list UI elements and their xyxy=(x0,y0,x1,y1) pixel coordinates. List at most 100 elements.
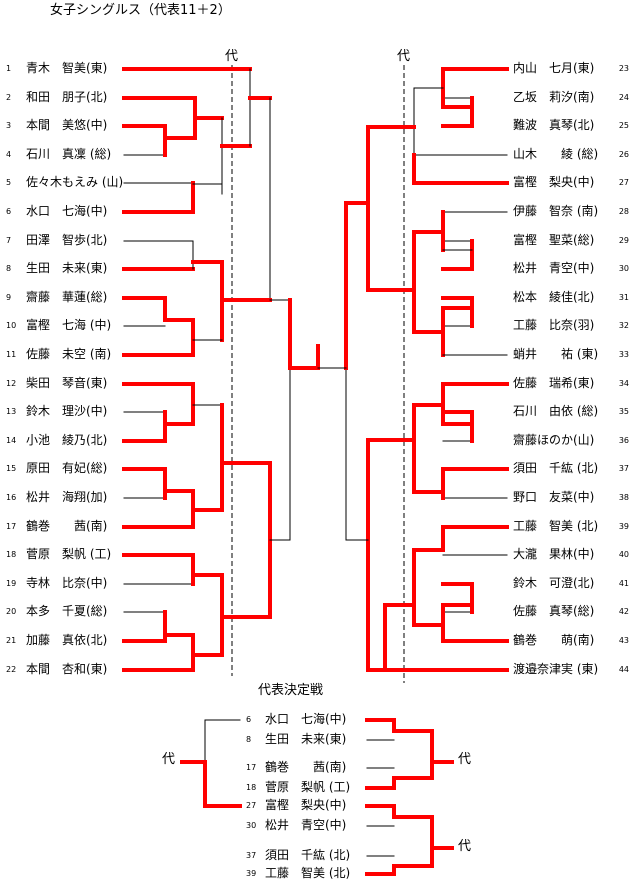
player-name: 齋藤 華蓮(総) xyxy=(26,289,108,304)
playoff-rep-label-3: 代 xyxy=(458,839,472,854)
player-name: 松本 綾佳(北) xyxy=(513,289,595,304)
player-name: 菅原 梨帆 (工) xyxy=(265,780,351,794)
seed-number: 38 xyxy=(618,493,629,502)
seed-number: 27 xyxy=(618,178,629,188)
player-name: 鶴巻 茜(南) xyxy=(26,518,108,533)
player-name: 難波 真琴(北) xyxy=(513,118,595,133)
seed-number: 18 xyxy=(6,550,17,560)
seed-number: 10 xyxy=(6,321,17,331)
seed-number: 8 xyxy=(6,264,12,274)
player-name: 伊藤 智奈 (南) xyxy=(513,204,599,218)
playoff-rep-label-2: 代 xyxy=(458,752,472,767)
player-name: 水口 七海(中) xyxy=(26,204,108,218)
seed-number: 35 xyxy=(618,407,629,417)
seed-number: 13 xyxy=(6,407,17,417)
seed-number: 8 xyxy=(246,735,252,744)
player-name: 原田 有妃(総) xyxy=(26,461,108,476)
seed-number: 6 xyxy=(246,715,252,724)
player-name: 松井 青空(中) xyxy=(265,818,347,832)
seed-number: 32 xyxy=(618,321,629,331)
player-name: 大瀧 果林(中) xyxy=(513,547,595,562)
player-name: 本間 杏和(東) xyxy=(26,661,108,676)
player-name: 工藤 智美 (北) xyxy=(265,866,351,880)
seed-number: 6 xyxy=(6,207,12,216)
seed-number: 17 xyxy=(6,521,17,531)
player-name: 乙坂 莉汐(南) xyxy=(513,89,595,104)
player-name: 水口 七海(中) xyxy=(265,712,347,726)
player-name: 内山 七月(東) xyxy=(513,61,595,75)
player-name: 生田 未来(東) xyxy=(26,261,108,276)
player-name: 山木 綾 (総) xyxy=(513,146,599,161)
playoff-rep-label-1: 代 xyxy=(162,752,176,767)
seed-number: 42 xyxy=(618,607,629,617)
player-name: 本多 千夏(総) xyxy=(26,604,108,619)
player-name: 青木 智美(東) xyxy=(26,61,108,75)
seed-number: 17 xyxy=(246,763,257,772)
seed-number: 34 xyxy=(618,378,629,388)
seed-number: 11 xyxy=(6,350,17,359)
seed-number: 3 xyxy=(6,121,12,131)
player-name: 齋藤ほのか(山) xyxy=(513,432,595,447)
player-name: 工藤 智美 (北) xyxy=(513,518,599,533)
seed-number: 43 xyxy=(618,636,629,645)
player-name: 柴田 琴音(東) xyxy=(26,375,108,390)
seed-number: 14 xyxy=(6,435,17,445)
rep-label-left: 代 xyxy=(225,49,239,64)
seed-number: 20 xyxy=(6,607,17,617)
seed-number: 25 xyxy=(618,121,629,131)
seed-number: 22 xyxy=(6,664,17,674)
seed-number: 31 xyxy=(618,292,629,302)
player-name: 須田 千紘 (北) xyxy=(265,848,351,862)
player-name: 渡邉奈津実 (東) xyxy=(513,661,599,676)
player-name: 富樫 聖菜(総) xyxy=(513,232,595,247)
seed-number: 19 xyxy=(6,578,17,588)
seed-number: 15 xyxy=(6,464,17,474)
player-name: 鈴木 可澄(北) xyxy=(513,575,595,590)
seed-number: 29 xyxy=(618,235,629,245)
seed-number: 21 xyxy=(6,636,17,645)
seed-number: 39 xyxy=(246,869,257,878)
seed-number: 23 xyxy=(618,64,629,73)
seed-number: 2 xyxy=(6,92,12,102)
player-name: 佐藤 未空 (南) xyxy=(26,347,112,361)
player-name: 鶴巻 萌(南) xyxy=(513,633,595,647)
player-name: 石川 真凜 (総) xyxy=(26,146,112,161)
player-name: 田澤 智歩(北) xyxy=(26,232,108,247)
player-name: 本間 美悠(中) xyxy=(26,118,108,133)
playoff-title: 代表決定戦 xyxy=(258,683,324,698)
seed-number: 30 xyxy=(246,821,257,830)
seed-number: 36 xyxy=(618,435,629,445)
player-name: 鈴木 理沙(中) xyxy=(26,404,108,419)
seed-number: 27 xyxy=(246,801,257,810)
player-name: 加藤 真依(北) xyxy=(26,633,108,647)
seed-number: 26 xyxy=(618,149,629,159)
player-name: 寺林 比奈(中) xyxy=(26,575,108,590)
seed-number: 9 xyxy=(6,292,12,302)
player-name: 松井 青空(中) xyxy=(513,261,595,276)
seed-number: 37 xyxy=(618,464,629,474)
player-name: 佐々木もえみ (山) xyxy=(26,175,124,190)
player-name: 蛸井 祐 (東) xyxy=(513,347,599,361)
seed-number: 24 xyxy=(618,92,629,102)
seed-number: 28 xyxy=(618,207,629,216)
player-name: 和田 朋子(北) xyxy=(26,89,108,104)
seed-number: 37 xyxy=(246,851,257,860)
seed-number: 4 xyxy=(6,149,12,159)
seed-number: 7 xyxy=(6,235,12,245)
player-name: 富樫 七海 (中) xyxy=(26,318,112,333)
player-name: 佐藤 瑞希(東) xyxy=(513,375,595,390)
player-name: 鶴巻 茜(南) xyxy=(265,760,347,774)
player-name: 野口 友菜(中) xyxy=(513,490,595,504)
seed-number: 33 xyxy=(618,350,629,359)
seed-number: 18 xyxy=(246,783,257,792)
player-name: 小池 綾乃(北) xyxy=(26,432,108,447)
seed-number: 5 xyxy=(6,178,12,188)
seed-number: 12 xyxy=(6,378,17,388)
seed-number: 40 xyxy=(618,550,629,560)
player-name: 富樫 梨央(中) xyxy=(265,798,347,812)
player-name: 富樫 梨央(中) xyxy=(513,175,595,190)
player-name: 石川 由依 (総) xyxy=(513,404,599,419)
player-name: 須田 千紘 (北) xyxy=(513,461,599,476)
